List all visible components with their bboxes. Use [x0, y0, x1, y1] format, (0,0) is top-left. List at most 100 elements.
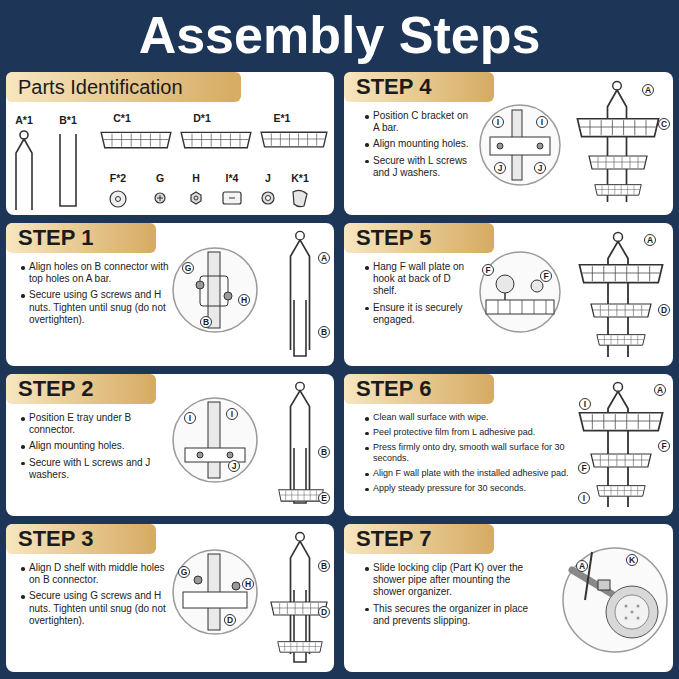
step-panel: STEP 2Position E tray under B connector.…	[6, 374, 334, 516]
drawing-part	[279, 490, 323, 501]
drawing-part	[266, 196, 271, 201]
callout-letter: I	[184, 412, 196, 424]
part-label: F*2	[108, 173, 128, 185]
part-label: E*1	[272, 113, 293, 125]
drawing-part	[480, 252, 560, 332]
bullet-list: Slide locking clip (Part K) over the sho…	[364, 562, 534, 631]
step-heading: Parts Identification	[6, 72, 241, 102]
drawing-part	[173, 248, 257, 332]
drawing-part	[480, 105, 560, 185]
instruction-text: Position E tray under B connector.	[29, 412, 170, 436]
bullet-dot	[365, 115, 369, 119]
callout-letter: B	[200, 316, 212, 328]
drawing-part	[579, 265, 662, 283]
callout-letter: A	[318, 252, 330, 264]
panels	[6, 72, 673, 672]
drawing-part	[6, 223, 156, 253]
callout-letter: K	[626, 554, 638, 566]
drawing-part	[197, 452, 203, 458]
drawing-part	[504, 293, 506, 300]
drawing-part	[597, 486, 645, 497]
bullet-item: Apply steady pressure for 30 seconds.	[364, 483, 569, 494]
callout-letter: D	[224, 614, 236, 626]
drawing-part	[262, 192, 274, 204]
instruction-text: Hang F wall plate on hook at back of D s…	[373, 261, 476, 298]
step2-drawing	[173, 382, 323, 503]
step-heading: STEP 5	[344, 223, 494, 253]
drawing-part	[537, 143, 543, 149]
bullet-dot	[365, 608, 369, 612]
drawing-part	[6, 72, 334, 215]
step3-drawing	[173, 532, 327, 662]
bullet-item: Position E tray under B connector.	[20, 412, 170, 436]
step-panel: STEP 4Position C bracket on A bar.Align …	[344, 72, 673, 215]
drawing-part	[344, 223, 673, 366]
instruction-text: Peel protective film from L adhesive pad…	[373, 427, 569, 438]
step-heading: STEP 1	[6, 223, 156, 253]
callout-letter: J	[494, 162, 506, 174]
instruction-text: Align holes on B connector with top hole…	[29, 261, 170, 285]
drawing-part	[597, 335, 645, 346]
bullet-dot	[365, 447, 369, 451]
bullet-dot	[365, 143, 369, 147]
parts-drawing	[16, 131, 327, 210]
drawing-part	[608, 81, 627, 202]
drawing-part	[223, 192, 241, 204]
drawing-part	[563, 548, 667, 652]
drawing-part	[625, 605, 628, 608]
callout-letter: I	[536, 116, 548, 128]
bullet-item: Align mounting holes.	[20, 440, 170, 452]
drawing-part	[577, 119, 658, 137]
callout-letter: D	[658, 304, 670, 316]
drawing-part	[155, 193, 165, 203]
drawing-part	[490, 137, 550, 155]
callout-letter: A	[644, 234, 656, 246]
drawing-part	[595, 185, 641, 196]
drawing-part	[579, 413, 662, 431]
drawing-part	[183, 592, 247, 608]
callout-letter: H	[238, 294, 250, 306]
drawing-part	[344, 374, 494, 404]
bullet-dot	[21, 266, 25, 270]
callout-letter: A	[654, 384, 666, 396]
callout-letter: H	[242, 578, 254, 590]
callout-letter: E	[318, 492, 330, 504]
bullet-item: Peel protective film from L adhesive pad…	[364, 427, 569, 438]
part-label: H	[190, 173, 202, 185]
part-label: G	[154, 173, 166, 185]
bullet-dot	[365, 307, 369, 311]
part-label: C*1	[111, 113, 133, 125]
title: Assembly Steps	[0, 4, 679, 66]
step-heading: STEP 6	[344, 374, 494, 404]
step-panel: STEP 1 Align holes on B connector with to…	[6, 223, 334, 366]
bullet-dot	[365, 488, 369, 492]
drawing-part	[486, 300, 554, 314]
callout-letter: A	[642, 84, 654, 96]
step-panel: STEP 5 Hang F wall plate on hook at back …	[344, 223, 673, 366]
drawing-part	[227, 452, 233, 458]
bullet-list: Align holes on B connector with top hole…	[20, 261, 170, 330]
callout-letter: C	[658, 118, 670, 130]
callout-letter: B	[318, 560, 330, 572]
drawing-part	[631, 611, 634, 614]
step-panel: STEP 6Clean wall surface with wipe.Peel …	[344, 374, 673, 516]
instruction-text: Ensure it is securely engaged.	[373, 302, 476, 326]
drawing-part	[232, 582, 240, 590]
drawing-part	[173, 398, 257, 482]
parts-panel: Parts Identification	[6, 72, 334, 215]
instruction-text: Secure with L screws and J washers.	[29, 457, 170, 481]
bullet-list: Position E tray under B connector. Align …	[20, 412, 170, 485]
callout-letter: J	[534, 162, 546, 174]
instruction-text: Secure using G screws and H nuts. Tighte…	[29, 289, 170, 326]
drawing-part	[598, 580, 610, 590]
drawing-part	[194, 576, 202, 584]
drawing-part	[200, 276, 228, 306]
instruction-text: This secures the organizer in place and …	[373, 603, 534, 627]
step-heading: STEP 7	[344, 524, 494, 554]
step-panel: STEP 3Align D shelf with middle holes on…	[6, 524, 334, 672]
drawing-part	[344, 524, 673, 672]
instruction-text: Press firmly onto dry, smooth wall surfa…	[373, 442, 569, 464]
drawing-part	[625, 605, 640, 620]
part-label: A*1	[13, 115, 35, 127]
